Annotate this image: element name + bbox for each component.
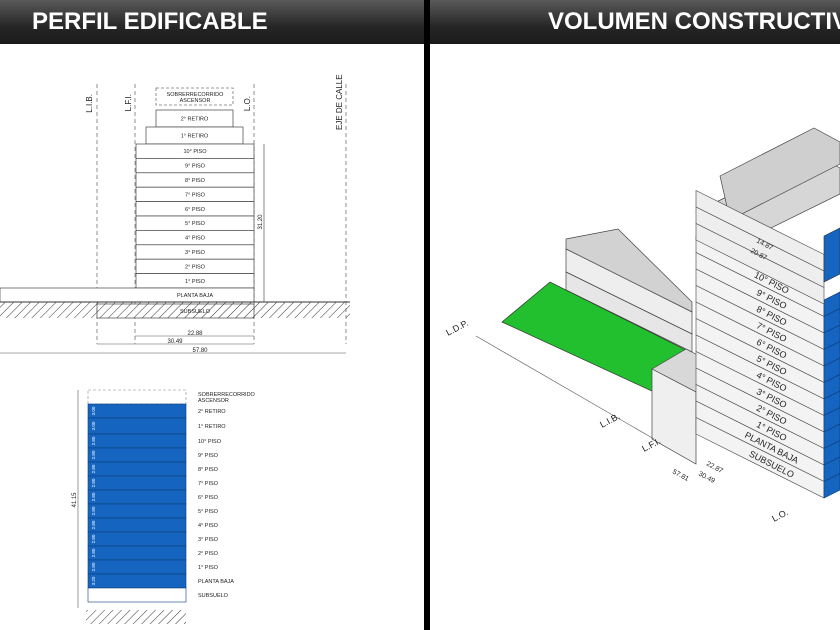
- left-header: PERFIL EDIFICABLE: [0, 0, 424, 44]
- elevation-floor-label: 2° PISO: [198, 551, 219, 557]
- section-floor-label: 8° PISO: [185, 178, 206, 184]
- elevation-floor-label: PLANTA BAJA: [198, 579, 234, 585]
- section-floor-label: 4° PISO: [185, 236, 206, 242]
- elevation-floor: [87, 545, 187, 561]
- elevation-floor: [87, 447, 187, 463]
- elevation-floor: [87, 389, 187, 405]
- iso-dim-base-b: 30.49: [697, 471, 716, 485]
- elevation-floor: [87, 417, 187, 435]
- elevation-floor: [87, 531, 187, 547]
- elevation-floor-label: 1° PISO: [198, 565, 219, 571]
- iso-label-lib: L.I.B.: [598, 411, 621, 430]
- section-floor: [0, 287, 255, 303]
- label-lib: L.I.B.: [85, 94, 94, 113]
- dim-d2: 30.49: [167, 339, 183, 345]
- blue-setback: [823, 227, 840, 283]
- elevation-floor-dim: 2.80: [91, 534, 96, 543]
- height-dim: 31.20: [258, 214, 264, 230]
- section-floor-label: 7° PISO: [185, 192, 206, 198]
- right-header: VOLUMEN CONSTRUCTIVO: [430, 0, 840, 44]
- elevation-floor-label: 6° PISO: [198, 495, 219, 501]
- elevation-floor: [87, 475, 187, 491]
- elevation-floor-dim: 2.80: [91, 492, 96, 501]
- label-lfi: L.F.I.: [124, 94, 133, 111]
- elevation-floor-label: 5° PISO: [198, 509, 219, 515]
- elevation-floor-label: 3° PISO: [198, 537, 219, 543]
- elevation-floor: [87, 433, 187, 449]
- elevation-floor-dim: 2.80: [91, 562, 96, 571]
- ground-hatch: [0, 302, 350, 318]
- elevation-floor: [87, 573, 187, 589]
- elevation-floor: [87, 489, 187, 505]
- label-eje: EJE DE CALLE: [335, 74, 344, 130]
- left-title: PERFIL EDIFICABLE: [32, 8, 268, 35]
- section-floor-label: 5° PISO: [185, 221, 206, 227]
- elevation-floor-dim: 2.80: [91, 506, 96, 515]
- section-floor-label: 9° PISO: [185, 164, 206, 170]
- elevation-total-dim: 41.15: [72, 492, 78, 508]
- elevation-floor-dim: 2.80: [91, 478, 96, 487]
- elevation-floor-dim: 3.00: [91, 421, 96, 430]
- label-lo: L.O.: [243, 96, 252, 111]
- elevation-floor: [87, 503, 187, 519]
- dim-d3: 57.80: [192, 348, 208, 354]
- section-floor-label: 10° PISO: [184, 149, 208, 155]
- elevation-floor: [87, 403, 187, 419]
- left-panel: PERFIL EDIFICABLE L.I.B. L.F.I. L.O. EJE…: [0, 0, 424, 630]
- right-title: VOLUMEN CONSTRUCTIVO: [548, 8, 840, 35]
- elevation-floor-label: 9° PISO: [198, 453, 219, 459]
- elevation-floor-label: 1° RETIRO: [198, 424, 226, 430]
- elevation-floor-label: 4° PISO: [198, 523, 219, 529]
- section-floor-label: 2° RETIRO: [181, 117, 209, 123]
- elevation-floor-dim: 2.80: [91, 450, 96, 459]
- elevation-floor-label: SUBSUELO: [198, 593, 229, 599]
- section-floor-label: 1° RETIRO: [181, 134, 209, 140]
- section-drawing: L.I.B. L.F.I. L.O. EJE DE CALLE SOBRERRE…: [0, 74, 350, 624]
- elevation-floor-dim: 2.80: [91, 436, 96, 445]
- low-block-top: [565, 228, 693, 313]
- elevation-floor-label: 10° PISO: [198, 439, 222, 445]
- section-floor-label: 3° PISO: [185, 250, 206, 256]
- elevation-floor-dim: 3.20: [91, 576, 96, 585]
- tower-upper-floor: [695, 223, 825, 305]
- iso-dim-base-c: 57.81: [671, 469, 690, 483]
- section-floor-label: PLANTA BAJA: [177, 293, 213, 299]
- elevation-floor: [87, 517, 187, 533]
- section-floor-label: 6° PISO: [185, 207, 206, 213]
- elevation-floor-label: 8° PISO: [198, 467, 219, 473]
- elevation-floor-dim: 2.80: [91, 520, 96, 529]
- iso-label-ldp: L.D.P.: [444, 318, 470, 338]
- elevation-floor: [87, 587, 187, 603]
- elevation-floor: [87, 559, 187, 575]
- elevation-ground-hatch: [86, 610, 186, 624]
- tower-floor-side: [823, 473, 840, 499]
- elevation-floor-dim: 2.80: [91, 548, 96, 557]
- section-floor-label: 2° PISO: [185, 264, 206, 270]
- elevation-floor-dim: 2.80: [91, 464, 96, 473]
- elevation-floor-dim: 3.00: [91, 406, 96, 415]
- section-floor-label: 1° PISO: [185, 279, 206, 285]
- overrun-box: [155, 87, 234, 106]
- iso-label-lfi: L.F.I.: [640, 436, 662, 454]
- iso-dim-base-a: 22.87: [705, 461, 724, 475]
- elevation-floor: [87, 461, 187, 477]
- dim-d1: 22.88: [187, 331, 203, 337]
- iso-label-lo: L.O.: [770, 507, 790, 524]
- elevation-floor-label: 2° RETIRO: [198, 409, 226, 415]
- elevation-floor-label: 7° PISO: [198, 481, 219, 487]
- elevation-floor-dim: 2.25: [91, 392, 96, 401]
